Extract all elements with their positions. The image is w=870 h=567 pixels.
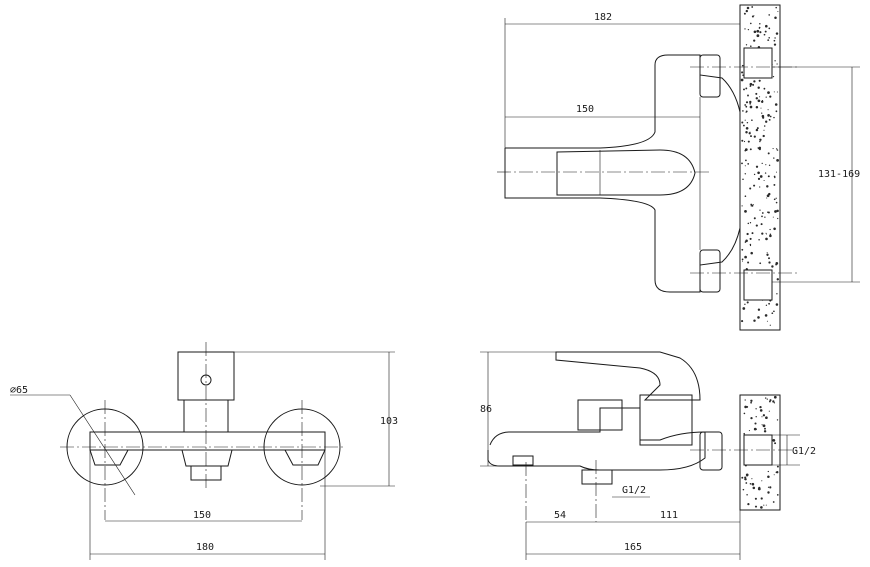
top-dim-range: 131-169 — [818, 169, 860, 180]
side-knob — [577, 399, 623, 431]
side-lever — [555, 351, 701, 401]
top-nut-lower — [699, 249, 721, 293]
side-aerator — [581, 469, 613, 485]
front-dim-dia: ⌀65 — [10, 385, 28, 396]
side-body — [487, 407, 706, 471]
top-nut-upper — [699, 54, 721, 98]
top-dim-150: 150 — [576, 104, 594, 115]
top-inlet-upper — [743, 47, 773, 79]
top-body-outline — [504, 54, 741, 293]
front-foot-right — [284, 449, 326, 466]
top-inlet-lower — [743, 269, 773, 301]
side-dim-thread-inlet: G1/2 — [792, 446, 816, 457]
front-dia-line — [69, 394, 136, 496]
front-dim-180: 180 — [196, 542, 214, 553]
side-diverter — [512, 455, 534, 466]
side-dim-111: 111 — [660, 510, 678, 521]
front-spout — [181, 449, 233, 467]
top-view: 182 150 131-169 — [497, 4, 860, 331]
front-dim-150: 150 — [193, 510, 211, 521]
top-dim-182: 182 — [594, 12, 612, 23]
top-lever — [556, 149, 696, 196]
side-dim-165: 165 — [624, 542, 642, 553]
side-view: 86 G1/2 G1/2 54 111 165 — [480, 351, 816, 560]
side-dim-86: 86 — [480, 404, 492, 415]
side-wall-nut — [699, 431, 723, 471]
front-foot-left — [89, 449, 129, 466]
front-view: ⌀65 103 150 180 — [10, 342, 398, 560]
side-cartridge — [639, 394, 693, 446]
side-dim-thread-outlet: G1/2 — [622, 485, 646, 496]
front-dim-103: 103 — [380, 416, 398, 427]
side-dim-54: 54 — [554, 510, 566, 521]
